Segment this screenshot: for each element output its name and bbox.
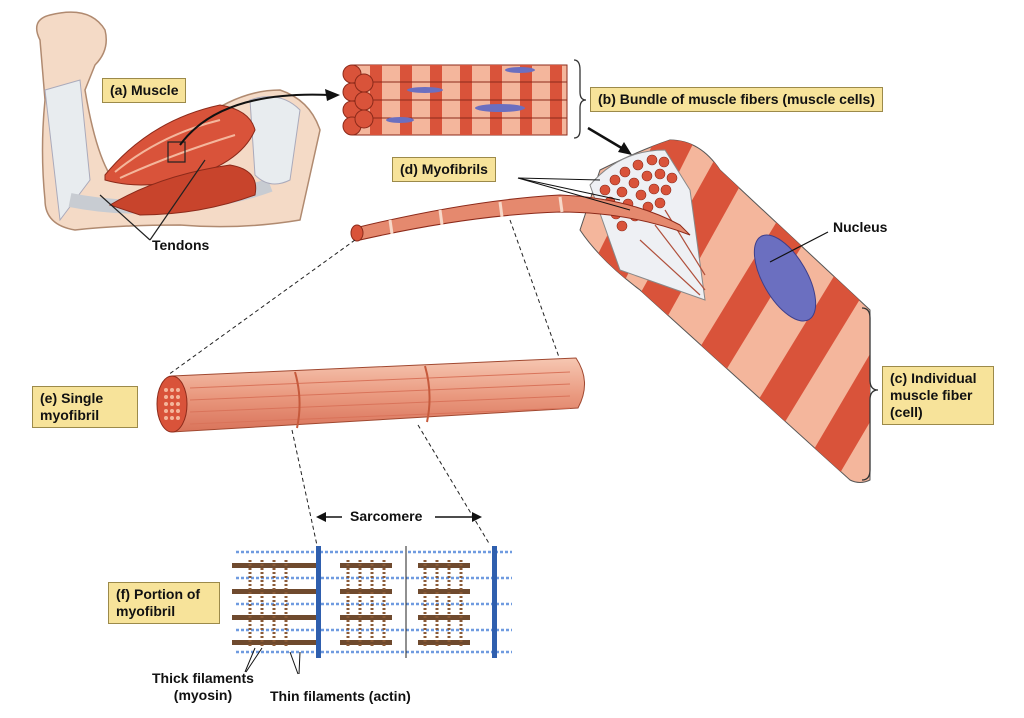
label-letter: (a) [110, 82, 128, 98]
label-text: Myofibrils [421, 161, 488, 177]
label-text: Portion of myofibril [116, 586, 201, 619]
arm-illustration [35, 11, 340, 241]
label-letter: (c) [890, 370, 908, 386]
sarcomere-arrow [316, 512, 482, 522]
annotation-thin-filaments: Thin filaments (actin) [270, 688, 411, 704]
label-single-myofibril: (e) Single myofibril [32, 386, 138, 428]
label-myofibril-portion: (f) Portion of myofibril [108, 582, 220, 624]
myofibril-portion [232, 546, 512, 675]
label-letter: (d) [400, 161, 418, 177]
label-text: Bundle of muscle fibers (muscle cells) [619, 91, 875, 107]
label-text: Individual muscle fiber (cell) [890, 370, 977, 420]
label-letter: (e) [40, 390, 58, 406]
annotation-thick-filaments: Thick filaments (myosin) [152, 670, 254, 703]
label-fiber-bundle: (b) Bundle of muscle fibers (muscle cell… [590, 87, 883, 112]
label-myofibrils: (d) Myofibrils [392, 157, 496, 182]
label-letter: (b) [598, 91, 616, 107]
label-muscle: (a) Muscle [102, 78, 187, 103]
fiber-bundle [342, 59, 632, 155]
label-muscle-fiber: (c) Individual muscle fiber (cell) [882, 366, 994, 425]
annotation-tendons: Tendons [152, 237, 210, 253]
muscle-fiber [579, 139, 879, 483]
annotation-nucleus: Nucleus [833, 219, 888, 235]
label-text: Muscle [131, 82, 179, 98]
single-myofibril [156, 357, 585, 551]
label-letter: (f) [116, 586, 130, 602]
myofibril-strand [167, 177, 691, 376]
label-text: Single myofibril [40, 390, 104, 423]
annotation-sarcomere: Sarcomere [350, 508, 423, 524]
